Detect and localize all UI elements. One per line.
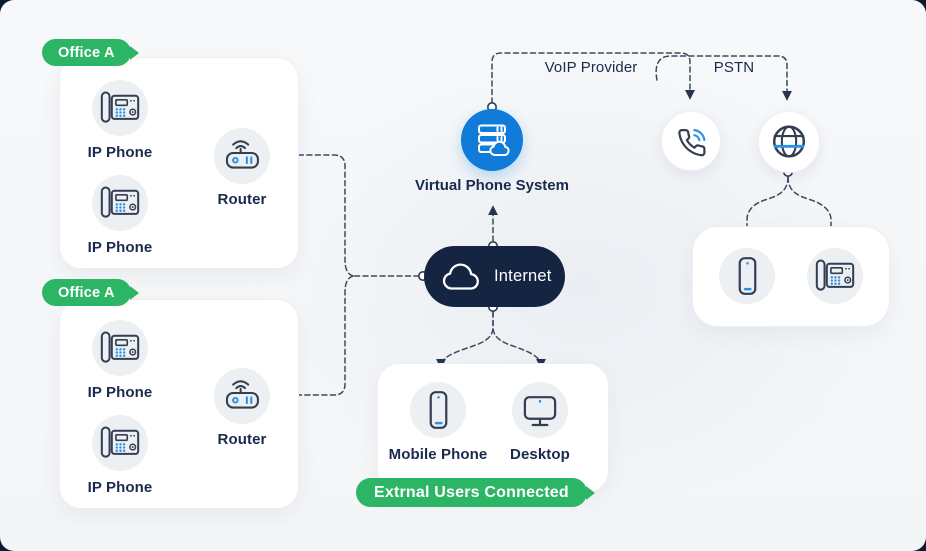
router-icon (219, 137, 265, 176)
internet-node: Internet (424, 246, 565, 307)
office-1-badge: Office A (42, 39, 131, 66)
pstn-label: PSTN (713, 59, 755, 76)
ip-phone-icon (97, 328, 143, 368)
desk-phone-icon (812, 256, 858, 296)
pstn-mobile-circle (719, 248, 775, 304)
external-desktop-circle (512, 382, 568, 438)
office-2-ip-phone-2-label: IP Phone (87, 479, 153, 496)
server-cloud-icon (472, 120, 512, 160)
external-users-badge-label: Extrnal Users Connected (374, 483, 569, 501)
office-1-badge-label: Office A (58, 44, 115, 61)
internet-label: Internet (494, 267, 552, 285)
office-1-router-circle (214, 128, 270, 184)
wire-pstn-to-deskphone (787, 176, 836, 236)
voip-provider-node (661, 111, 721, 171)
external-mobile-label: Mobile Phone (388, 446, 488, 463)
smartphone-icon (422, 389, 455, 431)
external-users-box (377, 363, 609, 493)
ip-phone-icon (97, 183, 143, 223)
external-desktop-label: Desktop (510, 446, 570, 463)
external-mobile-circle (410, 382, 466, 438)
office-2-router-circle (214, 368, 270, 424)
office-2-ip-phone-2-circle (92, 415, 148, 471)
office-2-ip-phone-1-label: IP Phone (87, 384, 153, 401)
office-1-ip-phone-1-label: IP Phone (87, 144, 153, 161)
globe-icon (768, 121, 810, 163)
office-1-ip-phone-1-circle (92, 80, 148, 136)
voip-provider-label: VoIP Provider (544, 59, 638, 76)
pstn-deskphone-circle (807, 248, 863, 304)
wire-internet-to-desktop (492, 311, 546, 369)
pstn-node (758, 111, 820, 173)
virtual-phone-system-label: Virtual Phone System (415, 177, 569, 194)
wire-pstn-to-mobile (742, 176, 789, 236)
virtual-phone-system-node (461, 109, 523, 171)
external-users-badge: Extrnal Users Connected (356, 478, 587, 507)
office-2-badge: Office A (42, 279, 131, 306)
office-2-badge-label: Office A (58, 284, 115, 301)
cloud-icon (441, 261, 481, 293)
office-1-ip-phone-2-label: IP Phone (87, 239, 153, 256)
monitor-icon (518, 391, 562, 430)
router-icon (219, 377, 265, 416)
handset-signal-icon (670, 120, 712, 162)
office-2-ip-phone-1-circle (92, 320, 148, 376)
office-2-router-label: Router (217, 431, 267, 448)
ip-phone-icon (97, 423, 143, 463)
office-1-ip-phone-2-circle (92, 175, 148, 231)
office-1-router-label: Router (217, 191, 267, 208)
wire-internet-to-mobile (436, 311, 494, 369)
smartphone-icon (731, 255, 764, 297)
ip-phone-icon (97, 88, 143, 128)
